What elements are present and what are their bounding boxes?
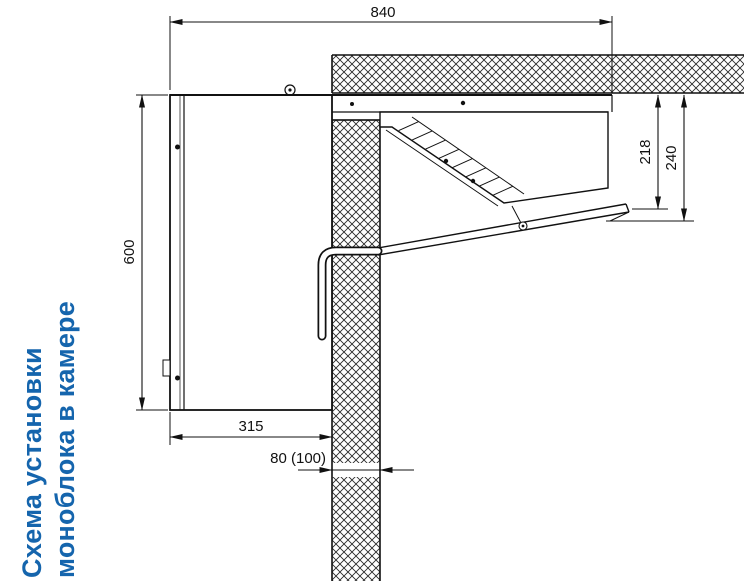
monoblock-outdoor-unit — [162, 84, 333, 411]
dim-label-wall: 80 (100) — [270, 450, 326, 467]
dimension-inner-218: 218 — [632, 94, 668, 210]
dimension-unit-depth: 315 — [169, 412, 333, 445]
dim-label-218: 218 — [637, 139, 654, 164]
dimension-inner-240: 240 — [606, 94, 694, 222]
dim-label-315: 315 — [238, 418, 263, 435]
dim-label-600: 600 — [121, 239, 138, 264]
dimension-wall-thickness: 80 (100) — [270, 450, 414, 473]
wall-section — [331, 119, 381, 581]
screw-dot — [175, 144, 180, 150]
dim-label-240: 240 — [663, 145, 680, 170]
screw-dot — [175, 375, 180, 381]
drain-pipe — [317, 246, 383, 341]
dimension-top-width: 840 — [169, 4, 613, 93]
dimension-left-height: 600 — [121, 94, 168, 411]
ceiling-section — [331, 54, 744, 94]
side-bracket — [162, 359, 171, 377]
dim-label-840: 840 — [370, 4, 395, 21]
fan-louvers — [398, 121, 514, 196]
evaporator-unit — [377, 111, 630, 256]
drip-tray — [377, 203, 630, 256]
